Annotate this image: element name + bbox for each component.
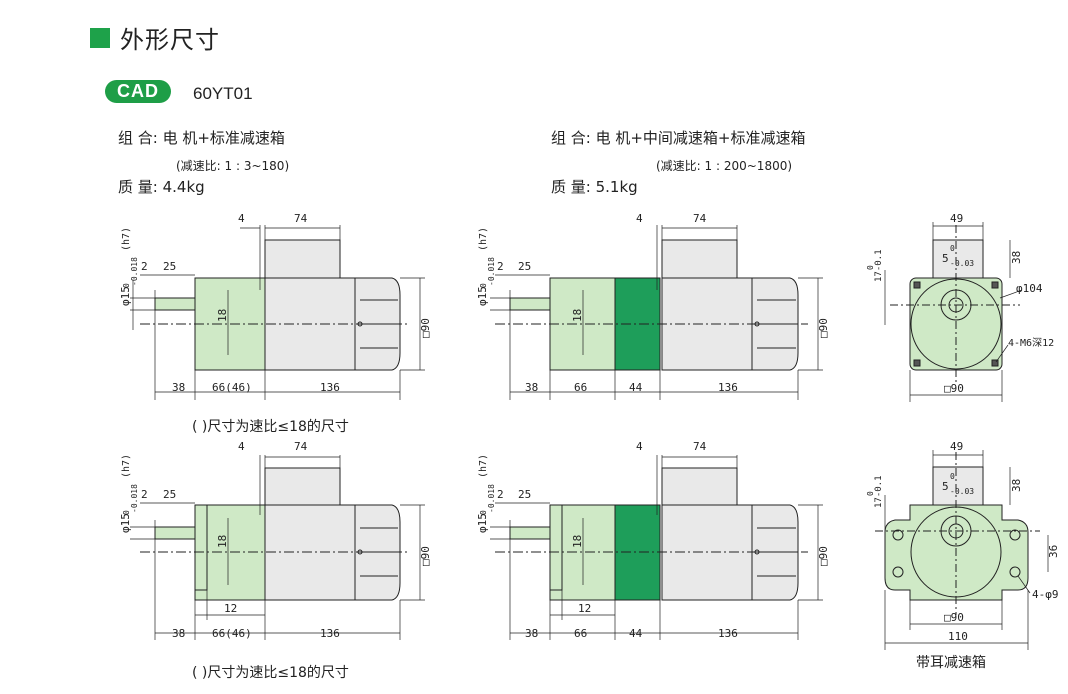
dim-136: 136 bbox=[718, 381, 738, 394]
dim-2: 2 bbox=[141, 488, 148, 501]
dim-66: 66 bbox=[574, 381, 587, 394]
dim-12: 12 bbox=[224, 602, 237, 615]
dim-38: 38 bbox=[1010, 479, 1023, 492]
dim-49: 49 bbox=[950, 440, 963, 453]
drawing-top-left bbox=[130, 225, 425, 400]
dim-key-tol: -0.03 bbox=[950, 487, 974, 496]
dim-m6: 4-M6深12 bbox=[1008, 337, 1054, 349]
dim-4: 4 bbox=[636, 212, 643, 225]
dim-4: 4 bbox=[238, 440, 245, 453]
dim-44: 44 bbox=[629, 627, 643, 640]
dim-18: 18 bbox=[216, 535, 229, 548]
dim-4-phi9: 4-φ9 bbox=[1032, 588, 1059, 601]
dim-shaft-fit: (h7) bbox=[121, 454, 132, 478]
dim-38: 38 bbox=[525, 381, 538, 394]
dim-12: 12 bbox=[578, 602, 591, 615]
dim-49: 49 bbox=[950, 212, 963, 225]
dim-66-46: 66(46) bbox=[212, 627, 252, 640]
dim-key-5: 5 bbox=[942, 480, 949, 493]
dim-key-zero: 0 bbox=[950, 244, 955, 253]
left-combination: 组 合: 电 机+标准减速箱 bbox=[118, 129, 285, 147]
dim-17-zero: 0 bbox=[866, 491, 875, 496]
dim-shaft-tol: -0.018 bbox=[487, 484, 496, 513]
dim-25: 25 bbox=[163, 488, 176, 501]
dim-38: 38 bbox=[525, 627, 538, 640]
drawing-top-middle bbox=[490, 225, 823, 400]
page-title: 外形尺寸 bbox=[120, 26, 220, 54]
dim-25: 25 bbox=[163, 260, 176, 273]
dim-shaft-fit: (h7) bbox=[478, 227, 489, 251]
dim-90: □90 bbox=[419, 546, 432, 566]
dim-36: 36 bbox=[1047, 545, 1060, 558]
dim-2: 2 bbox=[497, 260, 504, 273]
dim-90: □90 bbox=[944, 611, 964, 624]
dim-66: 66 bbox=[574, 627, 587, 640]
dim-phi104: φ104 bbox=[1016, 282, 1043, 295]
dim-90: □90 bbox=[817, 318, 830, 338]
left-weight: 质 量: 4.4kg bbox=[118, 178, 205, 196]
dim-18: 18 bbox=[571, 535, 584, 548]
dim-shaft: φ15 bbox=[119, 513, 132, 533]
drawing-bottom-left bbox=[130, 455, 425, 640]
dim-shaft-fit: (h7) bbox=[478, 454, 489, 478]
cad-badge[interactable]: CAD bbox=[105, 80, 171, 103]
dim-38: 38 bbox=[172, 381, 185, 394]
drawing-top-right bbox=[884, 222, 1023, 402]
dim-shaft-zero: 0 bbox=[122, 510, 131, 515]
dim-shaft-tol: -0.018 bbox=[487, 257, 496, 286]
dim-38: 38 bbox=[1010, 251, 1023, 264]
drawing-bottom-right bbox=[875, 450, 1049, 650]
dim-74: 74 bbox=[693, 212, 707, 225]
dim-25: 25 bbox=[518, 260, 531, 273]
dim-shaft: φ15 bbox=[119, 286, 132, 306]
dim-shaft-zero: 0 bbox=[479, 510, 488, 515]
dim-shaft-fit: (h7) bbox=[121, 227, 132, 251]
dim-18: 18 bbox=[216, 309, 229, 322]
dim-shaft-tol: -0.018 bbox=[130, 257, 139, 286]
dim-2: 2 bbox=[141, 260, 148, 273]
dim-shaft-zero: 0 bbox=[479, 283, 488, 288]
dim-44: 44 bbox=[629, 381, 643, 394]
paren-note-top: ( )尺寸为速比≤18的尺寸 bbox=[192, 419, 349, 435]
dim-110: 110 bbox=[948, 630, 968, 643]
dim-key-tol: -0.03 bbox=[950, 259, 974, 268]
model-number: 60YT01 bbox=[193, 84, 253, 103]
dim-17: 17-0.1 bbox=[874, 475, 884, 508]
drawing-bottom-middle bbox=[490, 455, 823, 640]
dim-136: 136 bbox=[320, 627, 340, 640]
dim-90: □90 bbox=[419, 318, 432, 338]
dim-38: 38 bbox=[172, 627, 185, 640]
dim-74: 74 bbox=[294, 440, 308, 453]
right-combination: 组 合: 电 机+中间减速箱+标准减速箱 bbox=[551, 129, 806, 147]
ear-gearbox-caption: 带耳减速箱 bbox=[916, 655, 986, 671]
dim-17-zero: 0 bbox=[866, 265, 875, 270]
dim-66-46: 66(46) bbox=[212, 381, 252, 394]
dim-shaft-zero: 0 bbox=[122, 283, 131, 288]
right-ratio: (减速比: 1 : 200~1800) bbox=[656, 159, 793, 173]
left-ratio: (减速比: 1 : 3~180) bbox=[176, 159, 290, 173]
paren-note-bottom: ( )尺寸为速比≤18的尺寸 bbox=[192, 665, 349, 681]
dim-17: 17-0.1 bbox=[874, 249, 884, 282]
dim-136: 136 bbox=[718, 627, 738, 640]
dim-shaft: φ15 bbox=[476, 286, 489, 306]
dim-shaft-tol: -0.018 bbox=[130, 484, 139, 513]
dim-key-5: 5 bbox=[942, 252, 949, 265]
right-weight: 质 量: 5.1kg bbox=[551, 178, 638, 196]
dim-136: 136 bbox=[320, 381, 340, 394]
dim-18: 18 bbox=[571, 309, 584, 322]
dim-90: □90 bbox=[944, 382, 964, 395]
dim-shaft: φ15 bbox=[476, 513, 489, 533]
dim-90: □90 bbox=[817, 546, 830, 566]
title-marker bbox=[90, 28, 110, 48]
dim-4: 4 bbox=[636, 440, 643, 453]
dim-74: 74 bbox=[693, 440, 707, 453]
dim-4: 4 bbox=[238, 212, 245, 225]
dim-25: 25 bbox=[518, 488, 531, 501]
dim-key-zero: 0 bbox=[950, 472, 955, 481]
dim-2: 2 bbox=[497, 488, 504, 501]
dim-74: 74 bbox=[294, 212, 308, 225]
